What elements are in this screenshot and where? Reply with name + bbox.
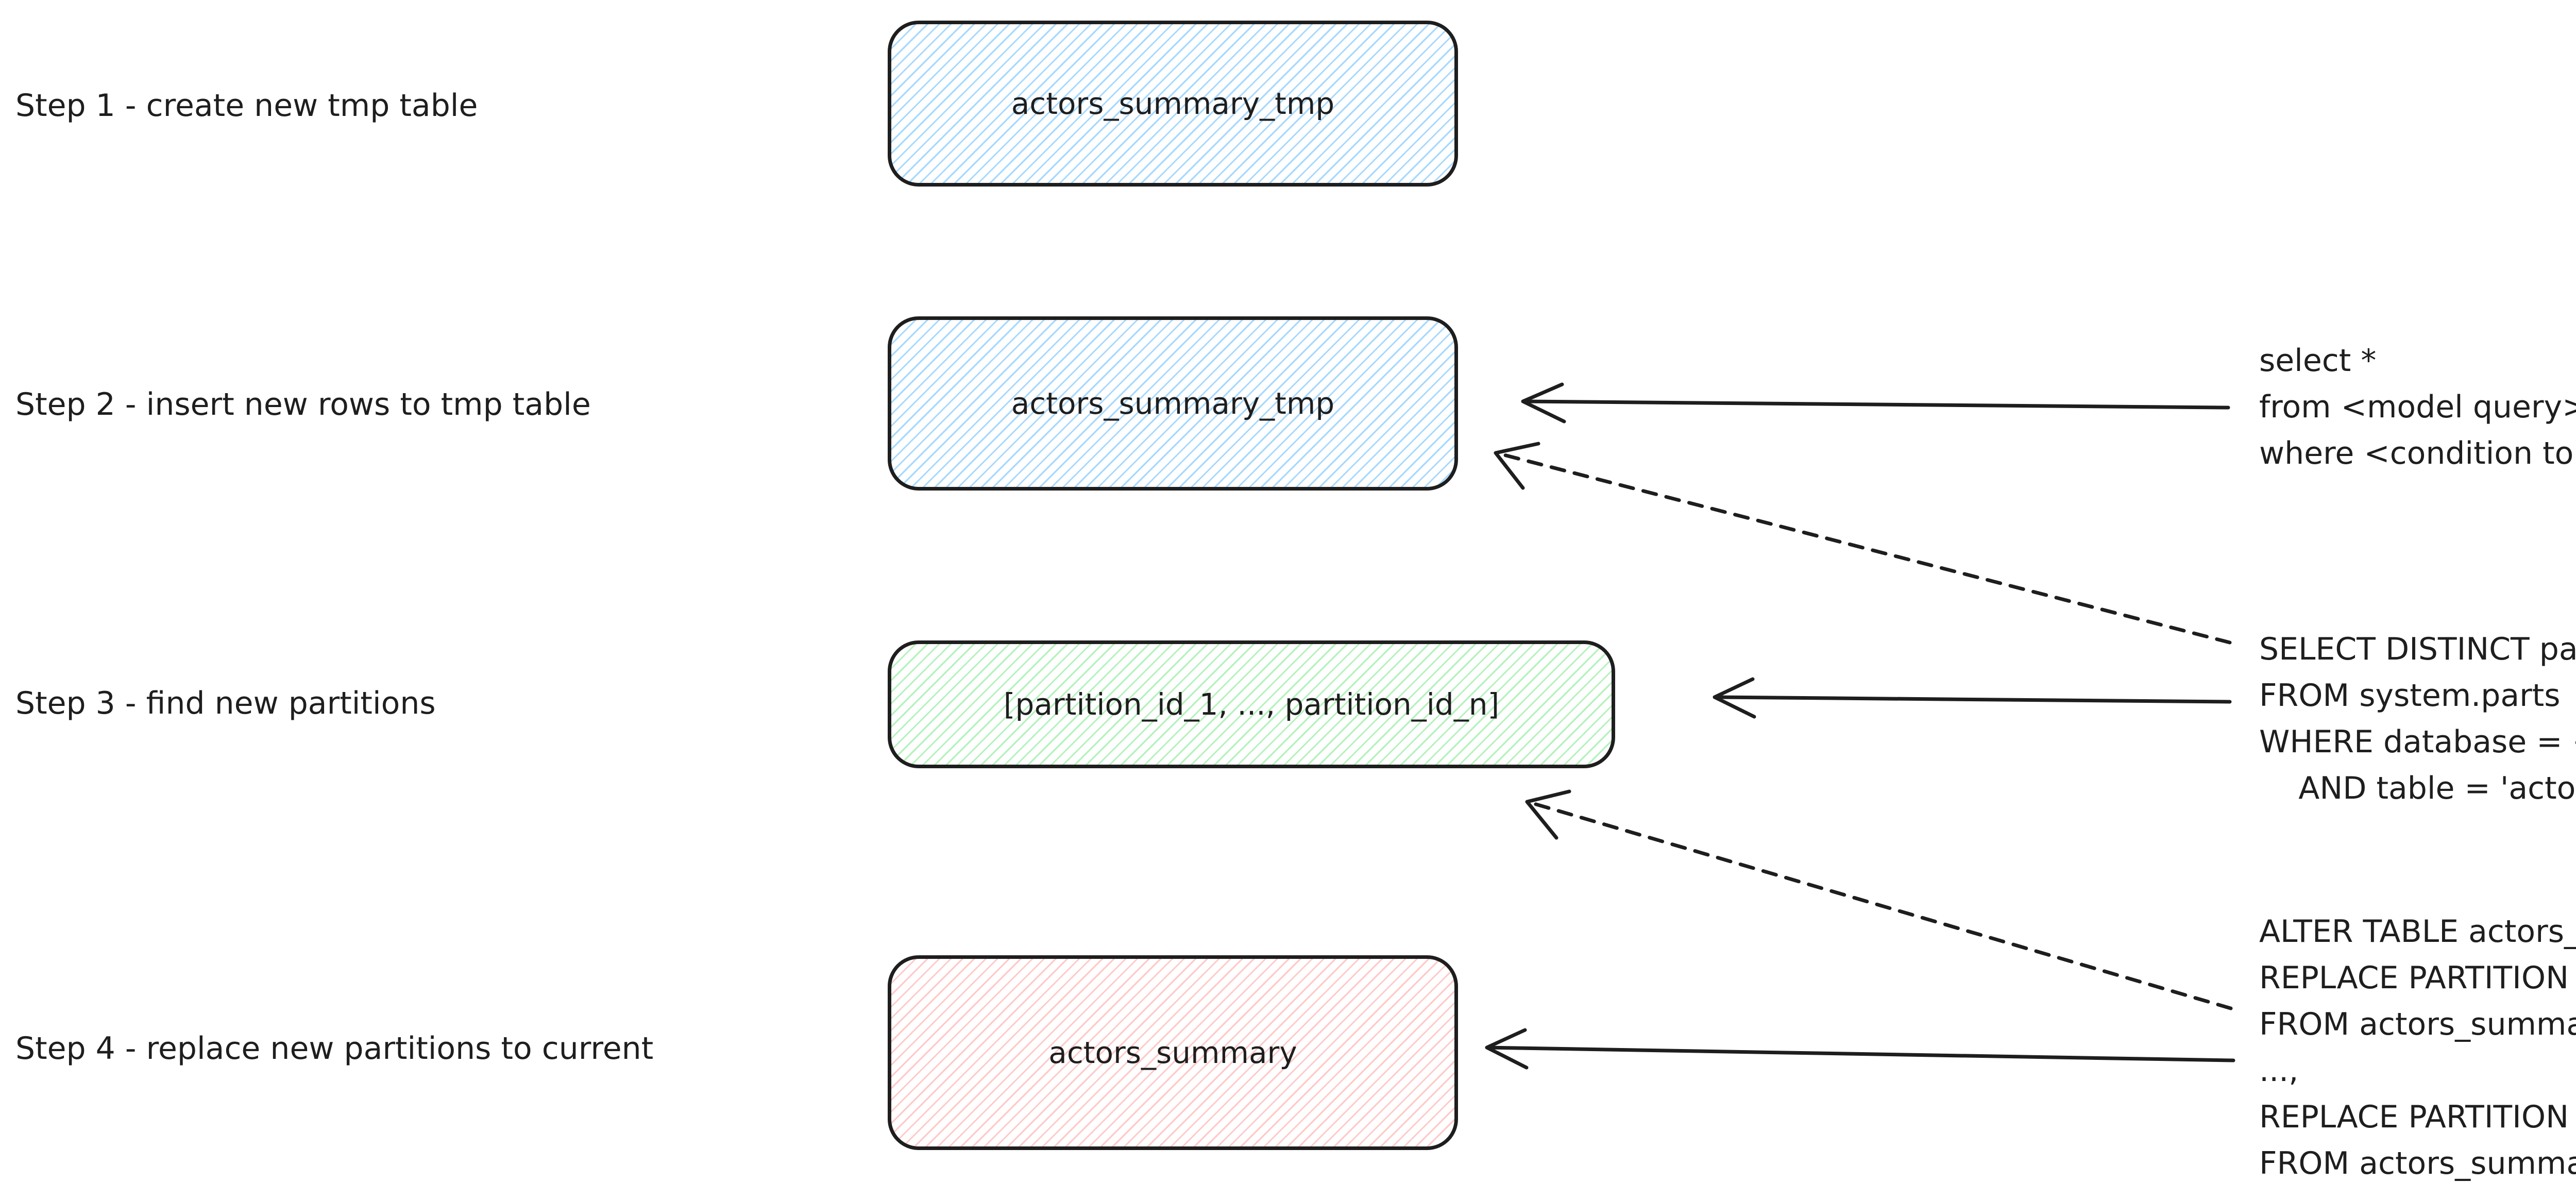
sql-line: REPLACE PARTITION partition_id_n (2259, 1099, 2569, 1135)
sql-line: WHERE database = <database> (2259, 724, 2576, 760)
step-1-label: Step 1 - create new tmp table (15, 88, 478, 124)
step-3-label: Step 3 - find new partitions (15, 685, 436, 721)
tmp-table-box-step2: actors_summary_tmp (888, 316, 1458, 491)
sql-line: ..., (2259, 1053, 2299, 1089)
sql-line: FROM actors_summary_tmp, (2259, 1006, 2576, 1042)
summary-table-box: actors_summary (888, 955, 1458, 1150)
sql-line: FROM system.parts (2259, 678, 2561, 714)
step-4-label: Step 4 - replace new partitions to curre… (15, 1031, 654, 1067)
summary-table-box-text: actors_summary (1048, 1035, 1297, 1070)
find-partitions-sql: SELECT DISTINCT partition_id FROM system… (2259, 626, 2576, 812)
arrow-partitions-sql-to-list (1713, 677, 2232, 719)
insert-select-sql: select * from <model query> where <condi… (2259, 337, 2576, 477)
sql-line: where <condition to identify new> (2259, 435, 2574, 471)
partitions-list-box-text: [partition_id_1, ..., partition_id_n] (1003, 687, 1500, 722)
sql-line: select * (2259, 343, 2377, 379)
step-2-label: Step 2 - insert new rows to tmp table (15, 386, 591, 423)
partitions-list-box: [partition_id_1, ..., partition_id_n] (888, 640, 1615, 768)
tmp-table-box-step1: actors_summary_tmp (888, 21, 1458, 187)
dashed-arrow-replace-sql-to-partitions-list (1525, 789, 2233, 1010)
arrow-replace-sql-to-summary (1485, 1028, 2235, 1070)
replace-partitions-sql: ALTER TABLE actors_summary REPLACE PARTI… (2259, 908, 2576, 1187)
dashed-arrow-partitions-sql-to-tmp-table (1494, 442, 2232, 645)
arrow-insert-sql-to-tmp-table (1521, 382, 2230, 424)
tmp-table-box-step2-text: actors_summary_tmp (1011, 386, 1335, 421)
tmp-table-box-step1-text: actors_summary_tmp (1011, 86, 1335, 121)
sql-line: ALTER TABLE actors_summary (2259, 914, 2576, 950)
sql-line: SELECT DISTINCT partition_id (2259, 631, 2576, 667)
sql-line: from <model query> (2259, 389, 2576, 425)
sql-line: FROM actors_summary_tmp, (2259, 1145, 2576, 1181)
sql-line: AND table = 'actors_summary_tmp' (2298, 770, 2576, 806)
sql-line: REPLACE PARTITION partition_id_1 (2259, 960, 2569, 996)
